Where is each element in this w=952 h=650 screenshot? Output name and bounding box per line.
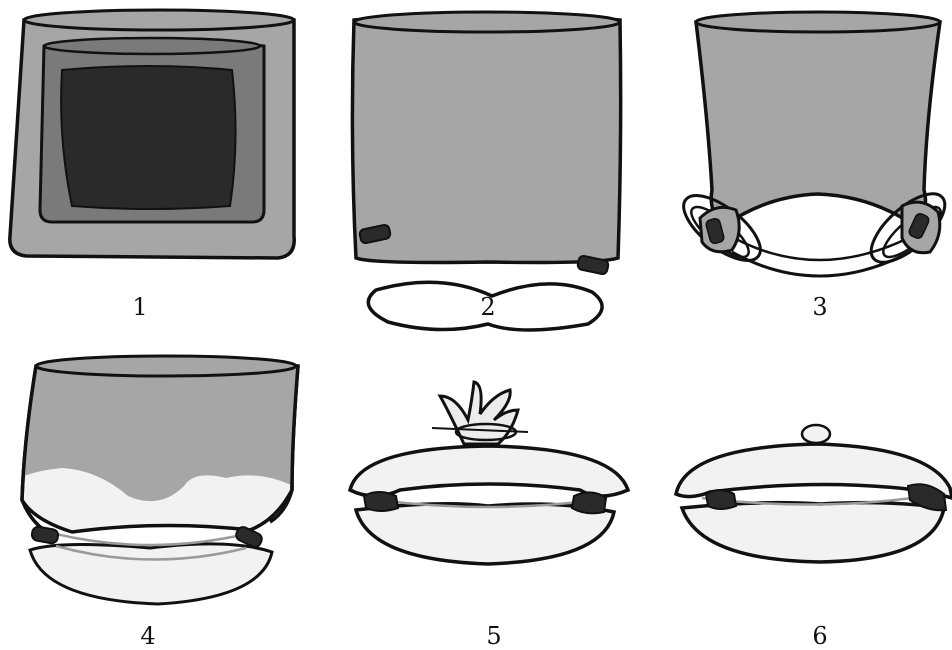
step-1-panel: 1 — [8, 8, 296, 321]
step-3-left-tab-mark — [705, 217, 725, 245]
step-3-cord-back — [737, 238, 905, 262]
step-4-fabric-body-outline — [20, 365, 300, 532]
step-3-cord-front — [731, 250, 911, 278]
step-5-thread-wrap — [454, 422, 518, 442]
step-2-left-tab — [358, 223, 392, 245]
step-4-lower-flap — [28, 542, 274, 606]
step-1-middle-rim — [42, 36, 262, 56]
step-6-right-tab — [906, 483, 948, 512]
step-1-label: 1 — [132, 293, 147, 321]
step-1-outer-rim — [22, 8, 296, 32]
step-3-right-tab-mark — [908, 213, 930, 239]
step-4-cord-lower — [55, 544, 247, 561]
step-3-fabric-tube — [694, 13, 942, 229]
step-2-fabric-tube — [350, 12, 623, 265]
step-4-cord-upper — [55, 532, 247, 547]
step-4-right-tab — [235, 526, 263, 548]
step-6-panel: 6 — [673, 423, 952, 650]
step-2-rim — [352, 10, 622, 34]
step-3-label: 3 — [812, 293, 827, 321]
step-6-left-tab — [704, 489, 738, 510]
step-6-bottom-cap — [679, 500, 947, 564]
step-2-panel: 2 — [350, 10, 623, 332]
step-5-gathered-tuft — [437, 380, 520, 446]
step-4-label: 4 — [140, 622, 155, 650]
step-5-right-tab — [570, 491, 608, 515]
step-5-bottom-cap — [353, 502, 617, 566]
step-3-rim — [694, 10, 942, 34]
step-2-label: 2 — [480, 293, 495, 321]
step-1-inner-layer — [60, 65, 237, 210]
step-5-left-tab — [362, 491, 400, 512]
step-5-top-cap — [347, 444, 631, 498]
step-4-gray-upper — [24, 362, 297, 502]
step-6-top-knot — [800, 423, 832, 445]
step-5-label: 5 — [486, 622, 501, 650]
step-6-label: 6 — [812, 622, 827, 650]
step-2-right-tab — [576, 254, 610, 276]
step-5-thread — [431, 427, 529, 433]
step-5-panel: 5 — [347, 380, 631, 650]
step-4-rim — [34, 354, 298, 378]
step-4-left-tab — [30, 525, 60, 545]
step-5-cord — [377, 498, 597, 509]
step-2-elastic-loop — [366, 280, 604, 332]
step-3-panel: 3 — [682, 10, 947, 321]
step-4-panel: 4 — [20, 354, 300, 650]
